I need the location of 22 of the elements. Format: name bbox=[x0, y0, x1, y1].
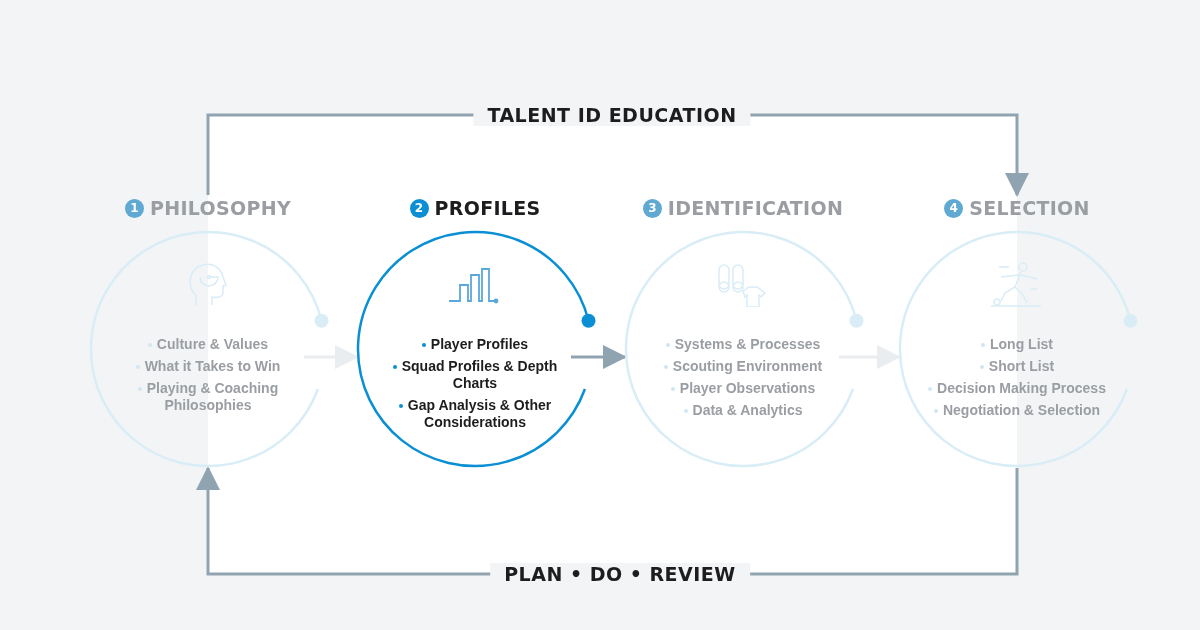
bullet-item: Player Observations bbox=[670, 380, 816, 397]
bullet-item: Playing & Coaching Philosophies bbox=[114, 380, 302, 414]
bullet-item: Scouting Environment bbox=[663, 358, 823, 375]
stage-title: SELECTION bbox=[969, 197, 1090, 219]
bullet-item: Long List bbox=[981, 336, 1053, 353]
bullet-item: Short List bbox=[979, 358, 1055, 375]
bullet-item: Player Profiles bbox=[421, 336, 529, 353]
bullet-item: Decision Making Process bbox=[928, 380, 1106, 397]
bullet-item: Data & Analytics bbox=[683, 402, 803, 419]
bullet-item: Systems & Processes bbox=[665, 336, 821, 353]
bullet-item: Gap Analysis & Other Considerations bbox=[381, 397, 569, 431]
bullet-item: Squad Profiles & Depth Charts bbox=[381, 358, 569, 392]
step-number: 1 bbox=[125, 198, 145, 218]
arrow bbox=[304, 345, 359, 369]
stage-title: IDENTIFICATION bbox=[667, 197, 844, 219]
bullet-item: What it Takes to Win bbox=[135, 358, 281, 375]
bullet-item: Negotiation & Selection bbox=[933, 402, 1101, 419]
bullet-item: Culture & Values bbox=[147, 336, 269, 353]
stage-title: PROFILES bbox=[434, 197, 541, 219]
stage-title: PHILOSOPHY bbox=[150, 197, 291, 219]
arrow bbox=[839, 345, 901, 369]
arrow bbox=[571, 345, 627, 369]
